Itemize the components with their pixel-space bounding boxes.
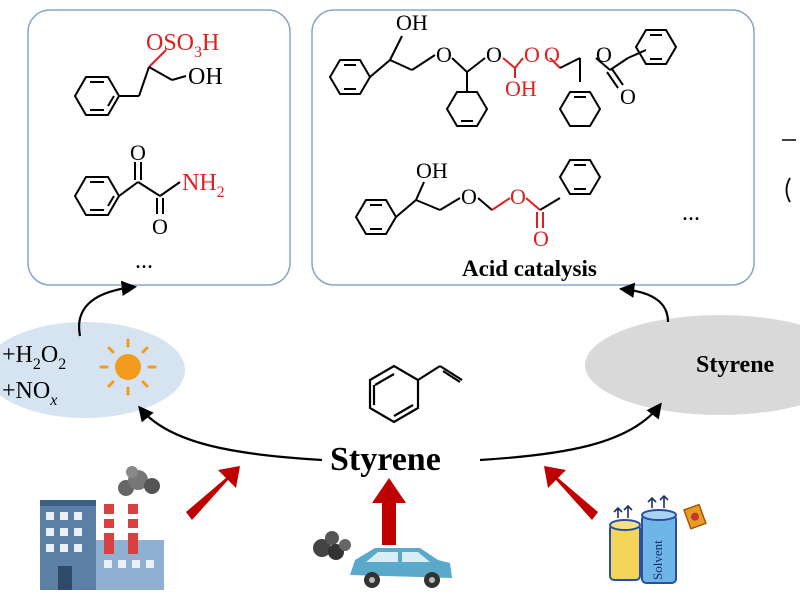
right-mol2-o-1: O [461,184,477,209]
acid-catalysis-caption: Acid catalysis [462,256,597,281]
right-molecule-2 [354,159,602,235]
arrow-to-right-ellipse [479,402,662,462]
right-mol1-o-4: O [544,42,560,67]
car-icon [313,531,452,588]
left-box-ellipsis: ... [135,248,153,274]
factory-icon [40,466,164,590]
left-mol2-amine: NH2 [182,170,225,201]
left-product-box [27,9,291,286]
styrene-structure [368,364,463,424]
nox-label: +NOx [2,378,57,409]
right-mol1-o-3: O [524,42,540,67]
right-mol2-oh: OH [416,158,448,183]
red-arrow-right [544,466,598,520]
h2o2-label: +H2O2 [2,342,66,373]
right-styrene-label: Styrene [696,352,775,378]
right-mol1-o-1: O [436,42,452,67]
right-box-ellipsis: ... [682,200,700,226]
right-mol2-o-2: O [510,184,526,209]
left-mol1-hydroxyl: OH [188,64,223,90]
left-condition-ellipse [0,322,185,418]
edge-paren-fragment [785,177,791,203]
red-arrow-center [372,478,406,545]
right-product-box [311,9,755,286]
solvent-label: Solvent [650,540,665,580]
arrow-to-left-box [78,280,138,337]
arrow-to-left-ellipse [138,405,323,462]
right-molecule-1 [328,29,678,127]
left-molecule-1 [73,49,187,116]
right-mol1-carbonyl-o: O [620,84,636,109]
arrow-to-right-box [618,282,670,323]
right-mol1-oh-bottom: OH [505,76,537,101]
left-mol1-substituent: OSO3H [146,30,219,61]
right-mol1-o-5: O [596,42,612,67]
right-mol1-oh-top: OH [396,10,428,35]
solvent-containers-icon [609,494,707,584]
right-mol1-o-2: O [486,42,502,67]
center-styrene-label: Styrene [330,441,441,478]
sun-icon [99,338,157,396]
left-mol2-bottom-oxygen: O [152,214,168,239]
red-arrow-left [186,466,240,520]
right-condition-ellipse [585,315,800,415]
left-mol2-top-oxygen: O [130,140,146,165]
right-mol2-carbonyl-o: O [533,226,549,251]
left-molecule-2 [73,162,181,216]
